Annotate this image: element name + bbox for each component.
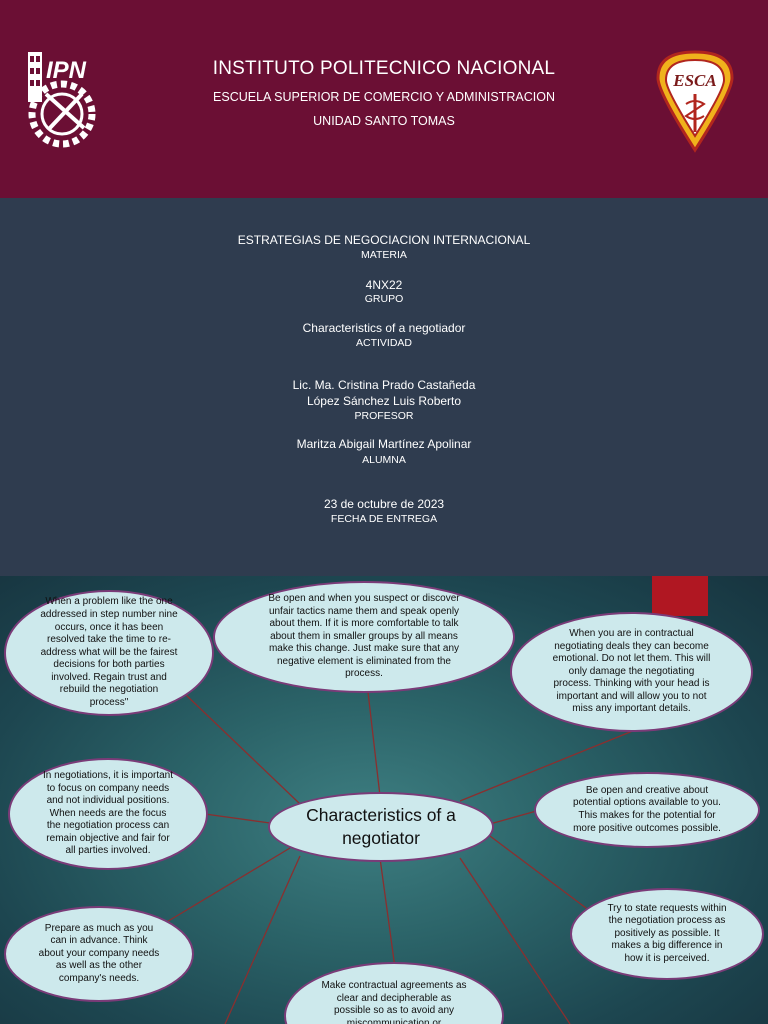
connector-line: [204, 813, 271, 824]
connector-line: [184, 693, 301, 805]
central-topic-text: Characteristics of a negotiator: [306, 805, 456, 848]
mindmap-node-bubble: Try to state requests within the negotia…: [570, 888, 764, 980]
connector-lines: [159, 665, 641, 1024]
group-name: 4NX22: [365, 278, 403, 292]
activity-name: Characteristics of a negotiador: [302, 321, 466, 335]
delivery-date-caption: FECHA DE ENTREGA: [330, 513, 438, 525]
mindmap-node-bubble: Be open and creative about potential opt…: [534, 772, 760, 848]
header-banner: IPN INSTITUTO POLITECNICO NACIONAL ESCUE…: [0, 0, 768, 198]
cover-info-panel: ESTRATEGIAS DE NEGOCIACION INTERNACIONAL…: [0, 198, 768, 576]
accent-tab: [652, 576, 708, 616]
student-caption: ALUMNA: [362, 454, 406, 466]
mind-map: Characteristics of a negotiator When a p…: [0, 576, 768, 1024]
mindmap-node-bubble: When you are in contractual negotiating …: [510, 612, 753, 732]
connector-line: [379, 857, 396, 969]
mindmap-node-text: Be open and creative about potential opt…: [573, 784, 721, 834]
esca-logo-text: ESCA: [672, 71, 716, 90]
activity-caption: ACTIVIDAD: [355, 337, 412, 349]
institution-title: INSTITUTO POLITECNICO NACIONAL: [212, 58, 556, 79]
subject-name: ESTRATEGIAS DE NEGOCIACION INTERNACIONAL: [237, 233, 531, 247]
connector-line: [459, 727, 641, 802]
professor-name-2: López Sánchez Luis Roberto: [306, 394, 462, 408]
connector-line: [489, 809, 541, 825]
unit-name: UNIDAD SANTO TOMAS: [313, 114, 455, 128]
connector-line: [459, 857, 571, 1024]
subject-caption: MATERIA: [361, 249, 407, 261]
school-name: ESCUELA SUPERIOR DE COMERCIO Y ADMINISTR…: [213, 90, 555, 104]
mindmap-node-bubble: Prepare as much as you can in advance. T…: [4, 906, 194, 1002]
mindmap-node-bubble: Be open and when you suspect or discover…: [213, 581, 515, 693]
professor-name-1: Lic. Ma. Cristina Prado Castañeda: [292, 378, 476, 392]
ipn-logo: IPN: [28, 52, 96, 148]
connector-line: [224, 855, 301, 1024]
mindmap-node-text: Prepare as much as you can in advance. T…: [38, 922, 160, 984]
mindmap-node-text: When you are in contractual negotiating …: [552, 627, 711, 715]
mindmap-node-text: In negotiations, it is important to focu…: [42, 769, 174, 857]
group-caption: GRUPO: [364, 293, 404, 305]
delivery-date: 23 de octubre de 2023: [323, 497, 445, 511]
mindmap-node-text: When a problem like the one addressed in…: [40, 596, 178, 709]
student-name: Maritza Abigail Martínez Apolinar: [296, 437, 472, 451]
mindmap-node-bubble: In negotiations, it is important to focu…: [8, 758, 208, 870]
mindmap-node-text: Make contractual agreements as clear and…: [321, 980, 467, 1024]
central-topic-bubble: Characteristics of a negotiator: [268, 792, 494, 862]
professor-caption: PROFESOR: [354, 410, 414, 422]
mindmap-node-text: Try to state requests within the negotia…: [607, 902, 727, 964]
ipn-logo-text: IPN: [46, 57, 87, 84]
mindmap-node-bubble: When a problem like the one addressed in…: [4, 590, 214, 716]
connector-line: [159, 847, 291, 927]
mindmap-node-text: Be open and when you suspect or discover…: [268, 592, 460, 680]
esca-logo: ESCA: [656, 50, 734, 153]
